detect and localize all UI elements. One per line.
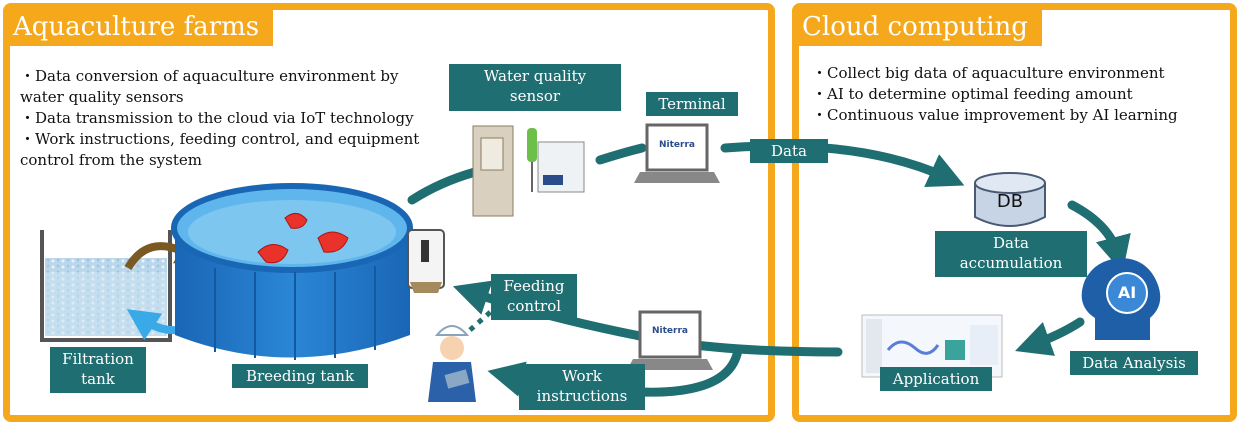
label-water-quality-sensor-line1: Water quality [483, 67, 587, 85]
label-work-instructions-line1: Work [562, 367, 602, 385]
label-data-accumulation: Data accumulation [935, 231, 1087, 277]
shrimp-icon [257, 213, 349, 264]
label-data-accumulation-line1: Data [993, 234, 1029, 252]
bullet-line: ・AI to determine optimal feeding amount [812, 85, 1133, 103]
sensor-icon [472, 125, 585, 217]
worker-icon [428, 325, 476, 402]
terminal-brand-label: Niterra [652, 326, 688, 336]
label-breeding-tank: Breeding tank [232, 364, 368, 388]
laptop-icon [627, 310, 713, 370]
label-water-quality-sensor: Water quality sensor [449, 64, 621, 111]
laptop-icon [634, 123, 720, 183]
label-application: Application [880, 367, 992, 391]
db-label: DB [996, 191, 1024, 212]
label-terminal: Terminal [646, 92, 738, 116]
arrow-tank-to-sensor [407, 167, 480, 205]
label-feeding-control: Feeding control [491, 274, 577, 320]
bullet-line: control from the system [20, 151, 202, 169]
feeder-icon [407, 229, 445, 293]
cloud-bullets: ・Collect big data of aquaculture environ… [812, 63, 1178, 126]
label-data-analysis: Data Analysis [1070, 351, 1198, 375]
label-feeding-control-line1: Feeding [503, 277, 565, 295]
panel-title-cloud: Cloud computing [792, 10, 1042, 46]
ai-head-icon [1081, 258, 1161, 340]
bullet-line: ・Work instructions, feeding control, and… [20, 130, 420, 148]
label-data-accumulation-line2: accumulation [959, 254, 1063, 272]
arrow-ai-to-application [1015, 317, 1085, 356]
breeding-tank [171, 183, 413, 360]
label-feeding-control-line2: control [506, 297, 562, 315]
bullet-line: ・Continuous value improvement by AI lear… [812, 106, 1178, 124]
arrow-db-to-ai [1067, 200, 1131, 273]
ai-label: AI [1117, 283, 1137, 302]
bullet-line: ・Data transmission to the cloud via IoT … [20, 109, 414, 127]
bullet-line: ・Collect big data of aquaculture environ… [812, 64, 1165, 82]
label-filtration-tank-line1: Filtration [62, 350, 134, 368]
label-filtration-tank-line2: tank [81, 370, 115, 388]
label-work-instructions-line2: instructions [536, 387, 628, 405]
database-icon [974, 172, 1046, 227]
bullet-line: ・Data conversion of aquaculture environm… [20, 67, 399, 85]
terminal-brand-label: Niterra [659, 140, 695, 150]
label-filtration-tank: Filtration tank [50, 347, 146, 393]
aquaculture-bullets: ・Data conversion of aquaculture environm… [20, 66, 419, 171]
panel-title-aquaculture: Aquaculture farms [3, 10, 274, 46]
arrow-sensor-to-terminal [595, 143, 647, 165]
label-work-instructions: Work instructions [519, 364, 645, 410]
dashboard-icon [861, 314, 1003, 378]
label-water-quality-sensor-line2: sensor [509, 87, 561, 105]
label-data: Data [750, 139, 828, 163]
bullet-line: water quality sensors [20, 88, 184, 106]
